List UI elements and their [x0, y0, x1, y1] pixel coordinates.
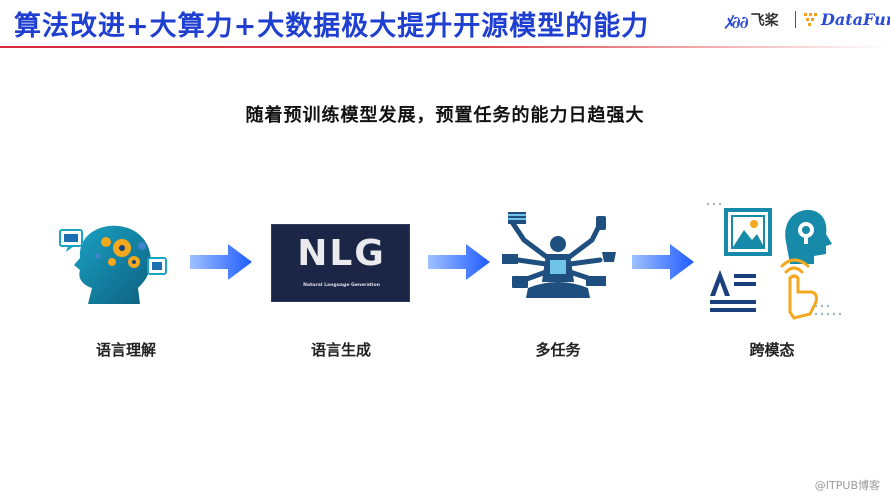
- stage-label-crossmodal: 跨模态: [749, 341, 795, 359]
- multimodal-icons: [706, 202, 842, 320]
- stage-label-understanding: 语言理解: [95, 341, 156, 359]
- stage-label-multitask: 多任务: [535, 341, 581, 359]
- slide-subtitle: 随着预训练模型发展，预置任务的能力日趋强大: [245, 105, 645, 126]
- title-underline: [0, 46, 890, 48]
- arrow-icon: [632, 244, 694, 280]
- watermark: @ITPUB博客: [814, 479, 880, 492]
- nlg-card-caption: Natural Language Generation: [303, 283, 380, 288]
- slide-title: 算法改进+大算力+大数据极大提升开源模型的能力: [14, 11, 650, 42]
- arrow-icon: [428, 244, 490, 280]
- arrow-icon: [190, 244, 252, 280]
- nlg-card-title: NLG: [297, 233, 386, 274]
- brain-head-icon: [59, 225, 167, 304]
- paddle-logo: ﾒ∂∂ 飞桨: [724, 8, 779, 33]
- datafun-logo-icon: [804, 13, 817, 26]
- logo-divider: [795, 11, 796, 28]
- nlg-card: NLG Natural Language Generation: [271, 224, 410, 302]
- datafun-logo-text: DataFun.: [821, 9, 890, 29]
- paddle-logo-text: 飞桨: [750, 13, 779, 29]
- datafun-logo: DataFun.: [803, 6, 890, 32]
- multitasking-person-icon: [502, 212, 616, 298]
- paddle-logo-mark: ﾒ∂∂: [724, 12, 749, 33]
- stage-label-generation: 语言生成: [310, 341, 371, 359]
